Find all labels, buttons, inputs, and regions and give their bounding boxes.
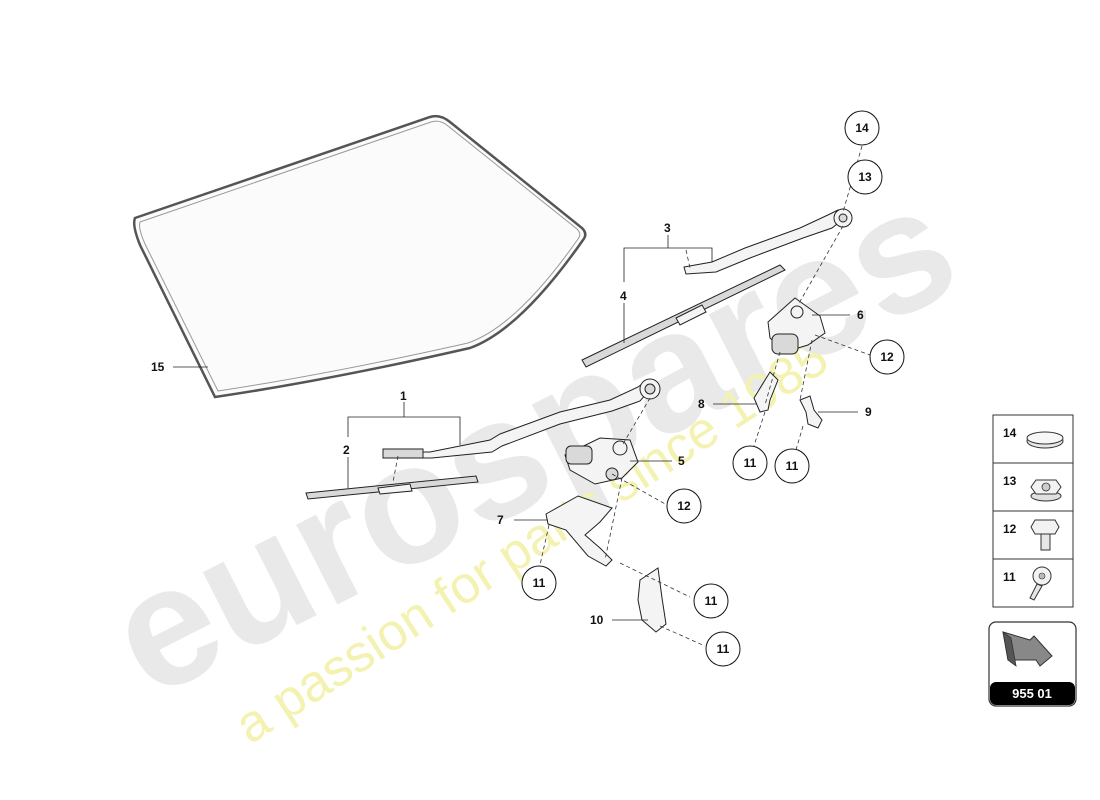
legend-row-11: 11	[1003, 566, 1052, 601]
torx-screw-icon	[1029, 566, 1052, 601]
label-part-1: 1	[400, 389, 407, 403]
wiper-blade-lower-part	[305, 475, 479, 500]
cap-icon	[1026, 431, 1064, 449]
reference-box: 955 01	[988, 621, 1077, 707]
callout-11-a: 11	[732, 445, 768, 481]
callout-11-c: 11	[521, 565, 557, 601]
bracket-small-part	[753, 371, 779, 413]
label-part-9: 9	[865, 405, 872, 419]
callout-11-b: 11	[774, 448, 810, 484]
callout-11-e: 11	[705, 631, 741, 667]
label-part-7: 7	[497, 513, 504, 527]
label-part-3: 3	[664, 221, 671, 235]
flange-nut-icon	[1030, 479, 1062, 502]
callout-13: 13	[847, 159, 883, 195]
label-part-10: 10	[590, 613, 604, 627]
legend-number-11: 11	[1003, 570, 1016, 584]
callout-13-text: 13	[858, 170, 872, 184]
callout-11-a-text: 11	[744, 456, 757, 470]
callout-12-upper-text: 12	[880, 350, 894, 364]
wiper-arm-upper-part	[683, 208, 853, 275]
reference-code: 955 01	[1012, 686, 1052, 701]
legend-number-13: 13	[1003, 474, 1017, 488]
callout-14: 14	[844, 110, 880, 146]
label-part-2: 2	[343, 443, 350, 457]
callout-11-c-text: 11	[533, 576, 546, 590]
label-part-5: 5	[678, 454, 685, 468]
callout-12-lower-text: 12	[677, 499, 691, 513]
callout-11-b-text: 11	[786, 459, 799, 473]
label-part-6: 6	[857, 308, 864, 322]
wiper-arm-lower-part	[382, 378, 661, 459]
legend-row-14: 14	[1003, 426, 1064, 449]
clip-part	[799, 395, 823, 429]
fastener-legend: 14 13 12 11	[992, 414, 1074, 608]
wiper-motor-lower-part	[564, 437, 639, 485]
callout-11-d-text: 11	[705, 594, 718, 608]
legend-number-14: 14	[1003, 426, 1017, 440]
arrow-icon	[1002, 631, 1053, 667]
label-part-8: 8	[698, 397, 705, 411]
windscreen-part	[132, 114, 587, 399]
callout-11-d: 11	[693, 583, 729, 619]
callout-11-e-text: 11	[717, 642, 730, 656]
legend-row-12: 12	[1003, 519, 1060, 551]
legend-number-12: 12	[1003, 522, 1017, 536]
bracket-mount-part	[637, 567, 667, 633]
dashed-leaders	[392, 145, 871, 647]
label-part-4: 4	[620, 289, 627, 303]
label-part-15: 15	[151, 360, 165, 374]
hex-bolt-icon	[1030, 519, 1060, 551]
callout-12-upper: 12	[869, 339, 905, 375]
callout-12-lower: 12	[666, 488, 702, 524]
part-number-labels: 15 1 2 3 4 5 6 7 8 9 10	[151, 221, 872, 627]
legend-row-13: 13	[1003, 474, 1062, 502]
leader-lines	[173, 235, 858, 621]
wiper-motor-upper-part	[767, 297, 826, 355]
callout-14-text: 14	[855, 121, 869, 135]
wiper-blade-upper-part	[581, 264, 786, 368]
